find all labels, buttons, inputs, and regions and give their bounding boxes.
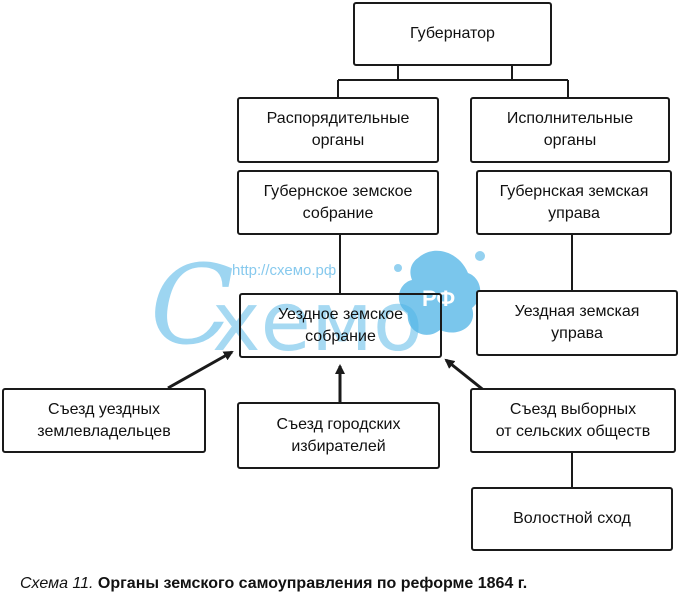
administrative-bodies-box: Распорядительные органы (237, 97, 439, 163)
provincial-council-label: Губернская земская управа (499, 182, 649, 222)
caption-title: Органы земского самоуправления по реформ… (97, 575, 528, 592)
caption-prefix: Схема 11. (20, 575, 94, 592)
volost-assembly-box: Волостной сход (471, 487, 673, 551)
arrow-landowners (167, 350, 234, 390)
provincial-assembly-label: Губернское земское собрание (263, 182, 413, 222)
urban-voters-congress-label: Съезд городских избирателей (276, 415, 401, 455)
figure-caption: Схема 11. Органы земского самоуправления… (20, 574, 670, 594)
provincial-council-box: Губернская земская управа (476, 170, 672, 235)
volost-assembly-label: Волостной сход (513, 510, 631, 527)
urban-voters-congress-box: Съезд городских избирателей (237, 402, 440, 469)
rural-electors-congress-box: Съезд выборных от сельских обществ (470, 388, 676, 453)
landowners-congress-box: Съезд уездных землевладельцев (2, 388, 206, 453)
governor-label: Губернатор (410, 25, 495, 42)
executive-bodies-label: Исполнительные органы (506, 110, 634, 149)
district-assembly-label: Уездное земское собрание (277, 305, 404, 345)
district-council-label: Уездная земская управа (514, 303, 640, 342)
arrow-rural-electors (444, 358, 487, 394)
administrative-bodies-label: Распорядительные органы (266, 110, 410, 149)
executive-bodies-box: Исполнительные органы (470, 97, 670, 163)
district-council-box: Уездная земская управа (476, 290, 678, 356)
rural-electors-congress-label: Съезд выборных от сельских обществ (495, 400, 651, 440)
provincial-assembly-box: Губернское земское собрание (237, 170, 439, 235)
district-assembly-box: Уездное земское собрание (239, 293, 442, 358)
governor-box: Губернатор (353, 2, 552, 66)
landowners-congress-label: Съезд уездных землевладельцев (37, 400, 171, 440)
